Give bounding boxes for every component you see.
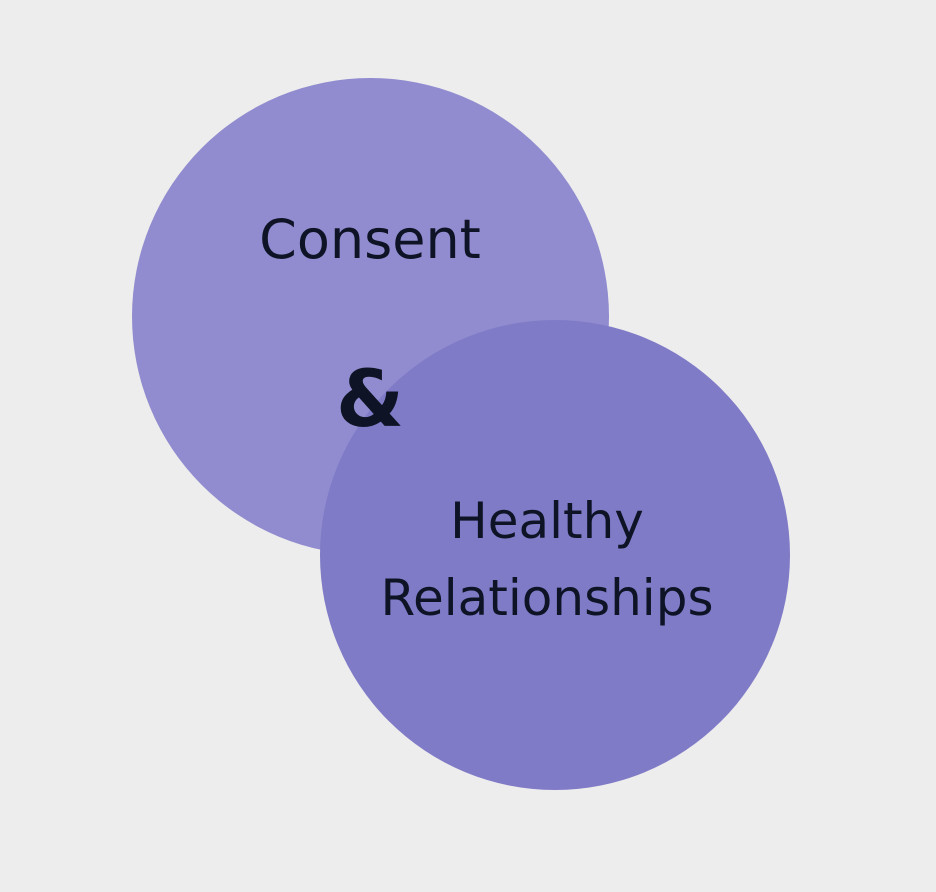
- healthy-relationships-circle: [320, 320, 790, 790]
- healthy-relationships-label: Healthy Relationships: [381, 483, 714, 637]
- ampersand-connector: &: [335, 355, 405, 445]
- healthy-relationships-label-line-2: Relationships: [380, 569, 714, 627]
- healthy-relationships-label-line-1: Healthy: [450, 492, 644, 550]
- consent-label: Consent: [259, 208, 481, 271]
